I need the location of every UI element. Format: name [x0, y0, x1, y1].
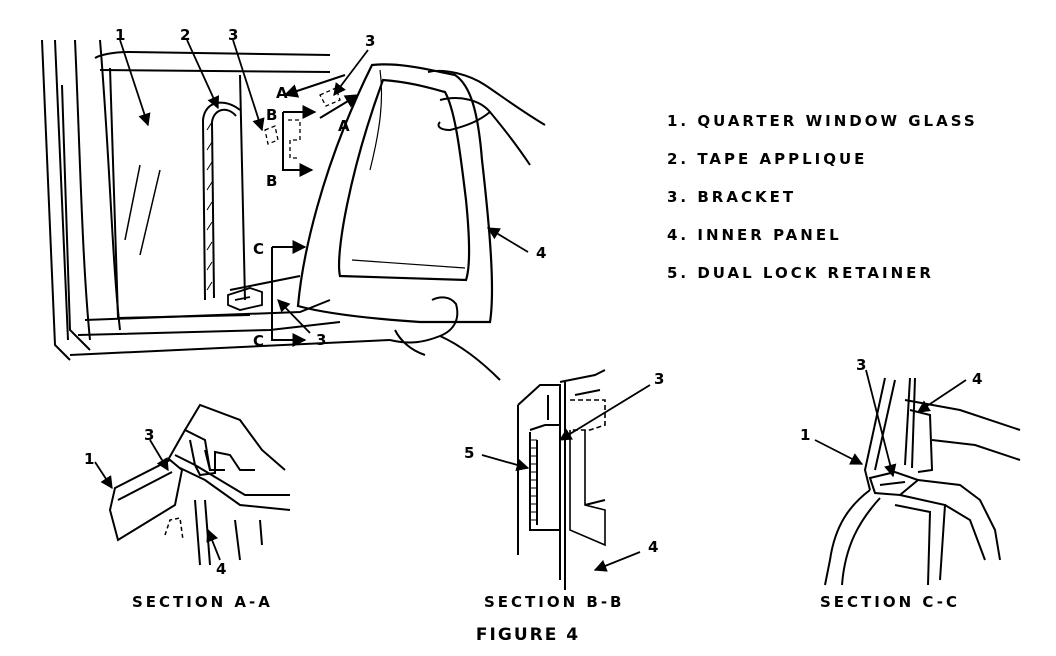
- tape-applique: [203, 103, 240, 300]
- quarter-window-panel: [298, 64, 492, 322]
- main-leader-lines: [120, 40, 528, 333]
- legend-item-3: 3. BRACKET: [667, 188, 797, 206]
- section-cc-title: SECTION C-C: [820, 593, 960, 611]
- legend-item-5: 5. DUAL LOCK RETAINER: [667, 264, 934, 282]
- section-bb-title: SECTION B-B: [484, 593, 625, 611]
- section-bb-leaders: [482, 385, 650, 572]
- section-bb-drawing: [518, 370, 605, 590]
- callout-3b-main: 3: [365, 32, 375, 50]
- callout-1-main: 1: [115, 26, 125, 44]
- glass-reflection-lines: [125, 165, 160, 255]
- section-aa-callout-4: 4: [216, 560, 226, 578]
- section-cc-callout-1: 1: [800, 426, 810, 444]
- section-letter-c1: C: [253, 240, 264, 258]
- figure-caption: FIGURE 4: [475, 625, 581, 645]
- parts-legend: 1. QUARTER WINDOW GLASS 2. TAPE APPLIQUE…: [667, 110, 978, 300]
- section-cc-callout-4: 4: [972, 370, 982, 388]
- section-aa-drawing: [110, 405, 290, 565]
- lower-bracket: [228, 288, 262, 310]
- section-aa-leaders: [95, 440, 220, 560]
- section-bb-callout-4: 4: [648, 538, 658, 556]
- section-letter-c2: C: [253, 332, 264, 350]
- legend-item-4: 4. INNER PANEL: [667, 226, 842, 244]
- section-cc-leaders: [815, 370, 966, 478]
- section-letter-b2: B: [266, 172, 277, 190]
- callout-3a-main: 3: [228, 26, 238, 44]
- vehicle-body-outline: [42, 40, 390, 360]
- section-letter-b1: B: [266, 106, 277, 124]
- section-cut-lines: [272, 75, 360, 347]
- section-bb-callout-3: 3: [654, 370, 664, 388]
- legend-item-2: 2. TAPE APPLIQUE: [667, 150, 868, 168]
- callout-3c-main: 3: [316, 331, 326, 349]
- section-cc-callout-3: 3: [856, 356, 866, 374]
- legend-item-1: 1. QUARTER WINDOW GLASS: [667, 112, 978, 130]
- callout-2-main: 2: [180, 26, 190, 44]
- section-aa-callout-1: 1: [84, 450, 94, 468]
- section-letter-a2: A: [338, 117, 350, 135]
- section-aa-title: SECTION A-A: [132, 593, 273, 611]
- section-letter-a1: A: [276, 84, 288, 102]
- section-aa-callout-3: 3: [144, 426, 154, 444]
- hands: [390, 71, 545, 380]
- bracket-detail-upper: [265, 88, 340, 158]
- section-bb-callout-5: 5: [464, 444, 474, 462]
- callout-4-main: 4: [536, 244, 546, 262]
- dual-lock-hatch: [530, 440, 537, 520]
